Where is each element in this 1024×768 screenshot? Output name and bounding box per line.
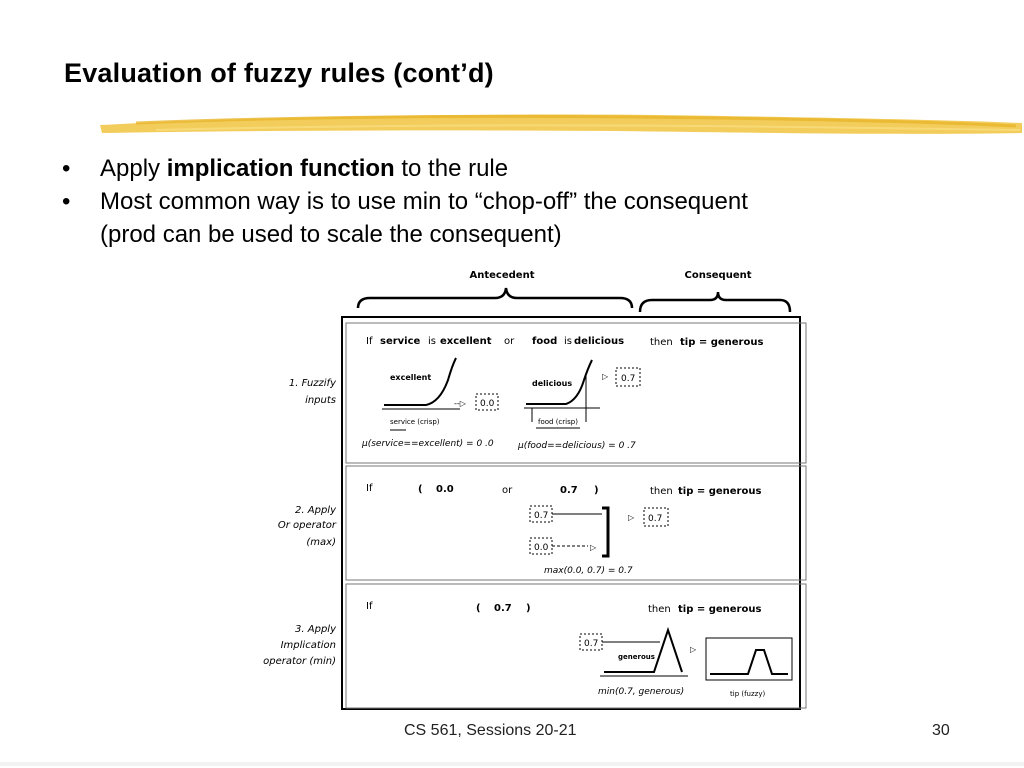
or-arrow: ▷ [590, 543, 597, 552]
step3-label-line3: operator (min) [263, 656, 336, 667]
consequent-brace [638, 291, 792, 313]
step1-then: then [650, 337, 673, 348]
footer-course: CS 561, Sessions 20-21 [404, 722, 577, 739]
generous-mf-label: generous [618, 653, 655, 661]
excellent-membership-function: excellent service (crisp) --▷ 0.0 [382, 357, 499, 431]
antecedent-brace [356, 287, 634, 309]
bullet-item: • Most common way is to use min to “chop… [62, 185, 960, 251]
step2-close: ) [594, 485, 599, 496]
step1-or: or [504, 336, 515, 347]
step1-label-line1: 1. Fuzzify [289, 378, 337, 389]
step2-consequent: tip = generous [678, 486, 761, 497]
step2-then: then [650, 486, 673, 497]
step1-is2: is [564, 336, 572, 347]
step3-v: 0.7 [494, 603, 512, 614]
step2-v1: 0.0 [436, 484, 454, 495]
step2-or: or [502, 485, 513, 496]
step1-term1: excellent [440, 336, 492, 347]
step1-term2: delicious [574, 336, 624, 347]
bullet-dot: • [62, 155, 71, 182]
step2-panel [345, 465, 807, 581]
step2-open: ( [418, 484, 423, 495]
step1-is1: is [428, 336, 436, 347]
mf1-value-box [475, 393, 499, 411]
implication-graphic: 0.7 generous ▷ [579, 626, 793, 681]
mf2-label: delicious [532, 379, 572, 388]
mf2-arrow: ▷ [602, 372, 609, 381]
mu-service: μ(service==excellent) = 0 .0 [361, 439, 494, 449]
step1-var1: service [380, 336, 421, 347]
bullet-list: • Apply implication function to the rule… [62, 152, 960, 251]
mu-food: μ(food==delicious) = 0 .7 [517, 441, 636, 451]
or-input-2: 0.0 [534, 543, 549, 553]
antecedent-label: Antecedent [470, 270, 535, 281]
mf1-value: 0.0 [480, 399, 495, 409]
bullet-text-post: to the rule [394, 155, 509, 182]
step3-label-line2: Implication [281, 640, 336, 651]
step1-consequent: tip = generous [680, 337, 763, 348]
mf1-arrow: --▷ [454, 399, 467, 408]
step1-if: If [366, 336, 373, 347]
fuzzy-inference-diagram: Antecedent Consequent 1. Fuzzify inputs … [263, 270, 807, 710]
step3-then: then [648, 604, 671, 615]
mf2-value: 0.7 [621, 374, 635, 384]
step1-panel [345, 322, 807, 464]
step2-label-line1: 2. Apply [295, 505, 337, 516]
implication-input: 0.7 [584, 639, 598, 649]
bullet-text-line2: (prod can be used to scale the consequen… [100, 221, 562, 248]
bullet-item: • Apply implication function to the rule [62, 152, 960, 185]
consequent-label: Consequent [684, 270, 751, 281]
step3-close: ) [526, 603, 531, 614]
or-output-arrow: ▷ [628, 513, 635, 522]
step2-label-line2: Or operator [278, 520, 337, 531]
max-formula: max(0.0, 0.7) = 0.7 [544, 566, 633, 576]
step1-var2: food [532, 336, 557, 347]
diagram-outer-frame [341, 316, 801, 710]
step1-label-line2: inputs [305, 395, 336, 406]
slide-title: Evaluation of fuzzy rules (cont’d) [64, 58, 494, 88]
delicious-membership-function: delicious food (crisp) ▷ 0.7 [524, 359, 641, 429]
bottom-rule [0, 762, 1024, 766]
implication-arrow: ▷ [690, 645, 697, 654]
min-formula: min(0.7, generous) [598, 687, 684, 697]
output-box [705, 637, 793, 681]
mf1-axis: service (crisp) [390, 418, 440, 426]
step3-consequent: tip = generous [678, 604, 761, 615]
mf1-label: excellent [390, 373, 431, 382]
title-underline-highlight [100, 114, 1022, 134]
bullet-text-bold: implication function [166, 155, 395, 182]
step3-panel [345, 583, 807, 709]
step2-label-line3: (max) [306, 537, 336, 548]
step3-label-line1: 3. Apply [295, 624, 337, 635]
bullet-dot: • [62, 188, 71, 215]
footer-page-number: 30 [932, 722, 950, 739]
mf2-value-box [615, 367, 641, 387]
step2-v2: 0.7 [560, 485, 578, 496]
mf2-axis: food (crisp) [538, 418, 578, 426]
step3-open: ( [476, 603, 481, 614]
bullet-text-line1: Most common way is to use min to “chop-o… [100, 188, 748, 215]
or-operator-graphic: 0.7 0.0 ▷ ▷ 0.7 [529, 505, 669, 558]
output-label: tip (fuzzy) [730, 690, 765, 698]
or-input-1: 0.7 [534, 511, 548, 521]
step2-if: If [366, 483, 373, 494]
step3-if: If [366, 601, 373, 612]
or-output: 0.7 [648, 514, 662, 524]
bullet-text-pre: Apply [100, 155, 167, 182]
